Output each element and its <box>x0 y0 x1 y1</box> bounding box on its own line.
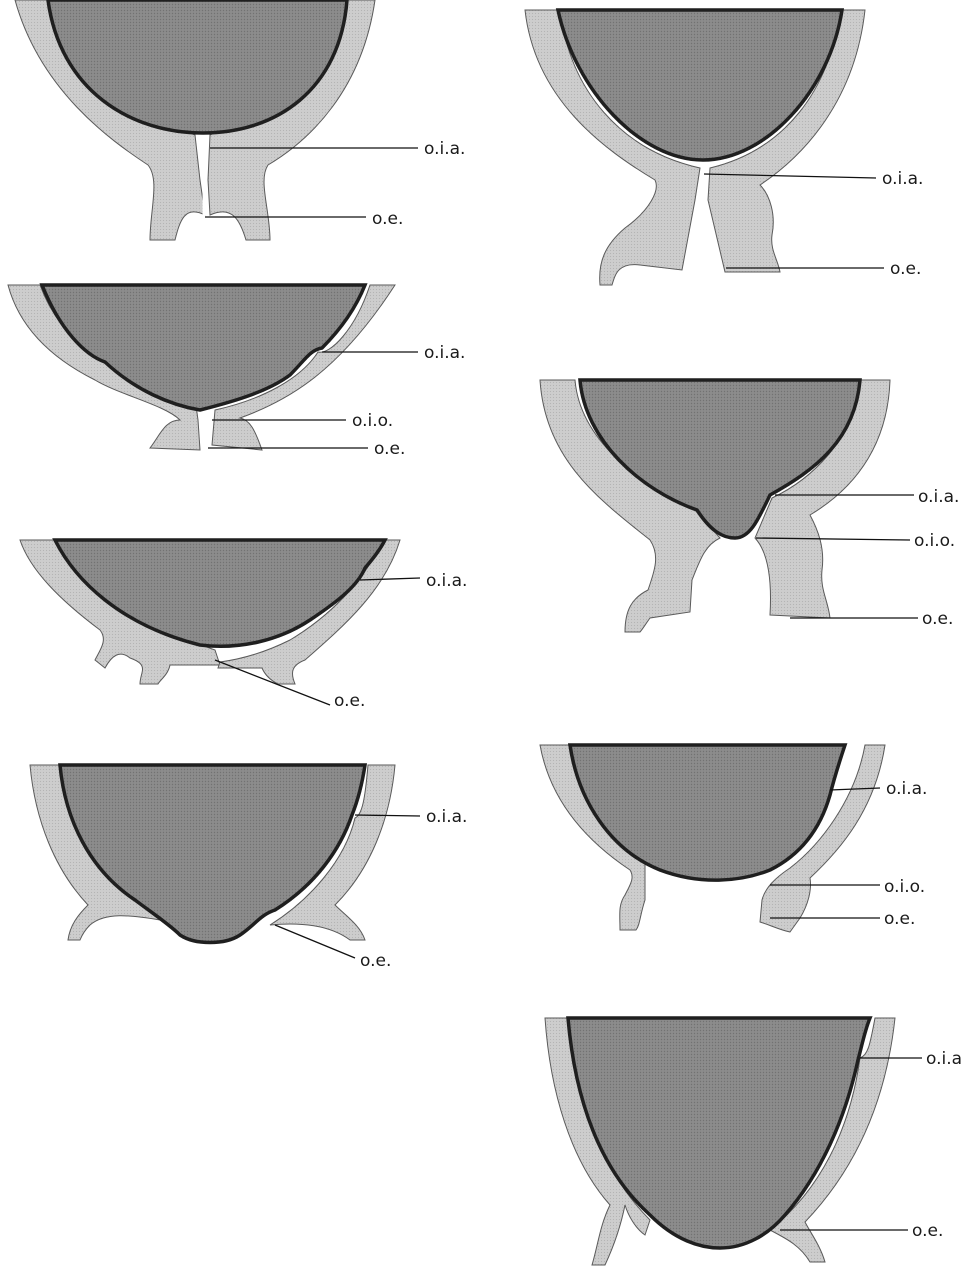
panel-7: o.i.a. o.e. <box>30 765 467 971</box>
panel-8: o.i.a o.e. <box>545 1018 962 1265</box>
label-oia: o.i.a. <box>882 169 923 189</box>
label-oe: o.e. <box>922 609 953 629</box>
label-oia: o.i.a. <box>424 139 465 159</box>
label-oe: o.e. <box>334 691 365 711</box>
label-oio: o.i.o. <box>352 411 393 431</box>
label-oio: o.i.o. <box>884 877 925 897</box>
label-oe: o.e. <box>890 259 921 279</box>
label-oia: o.i.a <box>926 1049 962 1069</box>
label-oe: o.e. <box>360 951 391 971</box>
label-oe: o.e. <box>884 909 915 929</box>
panel-5: o.i.a. o.e. <box>20 540 467 711</box>
label-oia: o.i.a. <box>424 343 465 363</box>
label-oe: o.e. <box>372 209 403 229</box>
label-oe: o.e. <box>912 1221 943 1241</box>
panel-4: o.i.a. o.i.o. o.e. <box>540 380 959 632</box>
label-oe: o.e. <box>374 439 405 459</box>
fetal-head <box>42 285 365 410</box>
label-oia: o.i.a. <box>918 487 959 507</box>
panel-1: o.i.a. o.e. <box>15 0 465 240</box>
panel-2: o.i.a. o.e. <box>525 10 923 285</box>
label-oia: o.i.a. <box>426 807 467 827</box>
label-oia: o.i.a. <box>426 571 467 591</box>
panel-3: o.i.a. o.i.o. o.e. <box>8 285 465 459</box>
panel-6: o.i.a. o.i.o. o.e. <box>540 745 927 932</box>
label-oio: o.i.o. <box>914 531 955 551</box>
label-oia: o.i.a. <box>886 779 927 799</box>
